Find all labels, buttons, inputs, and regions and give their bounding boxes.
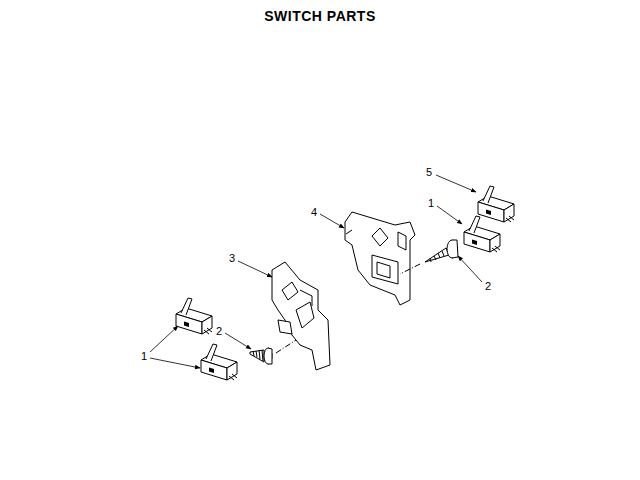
leader-lines: [150, 175, 482, 368]
micro-switch: [464, 216, 500, 252]
callout-number: 1: [140, 350, 148, 362]
micro-switch: [201, 344, 237, 380]
screw: [400, 240, 458, 274]
micro-switch: [176, 298, 212, 334]
callout-number: 2: [215, 325, 223, 337]
micro-switch: [478, 186, 514, 222]
callout-number: 3: [228, 252, 236, 264]
page-title: SWITCH PARTS: [264, 8, 376, 24]
callout-number: 2: [484, 280, 492, 292]
right-bracket: [345, 212, 415, 305]
callout-number: 5: [425, 166, 433, 178]
callout-number: 4: [310, 206, 318, 218]
screw: [250, 340, 296, 364]
left-bracket: [272, 262, 330, 370]
callout-number: 1: [427, 197, 435, 209]
